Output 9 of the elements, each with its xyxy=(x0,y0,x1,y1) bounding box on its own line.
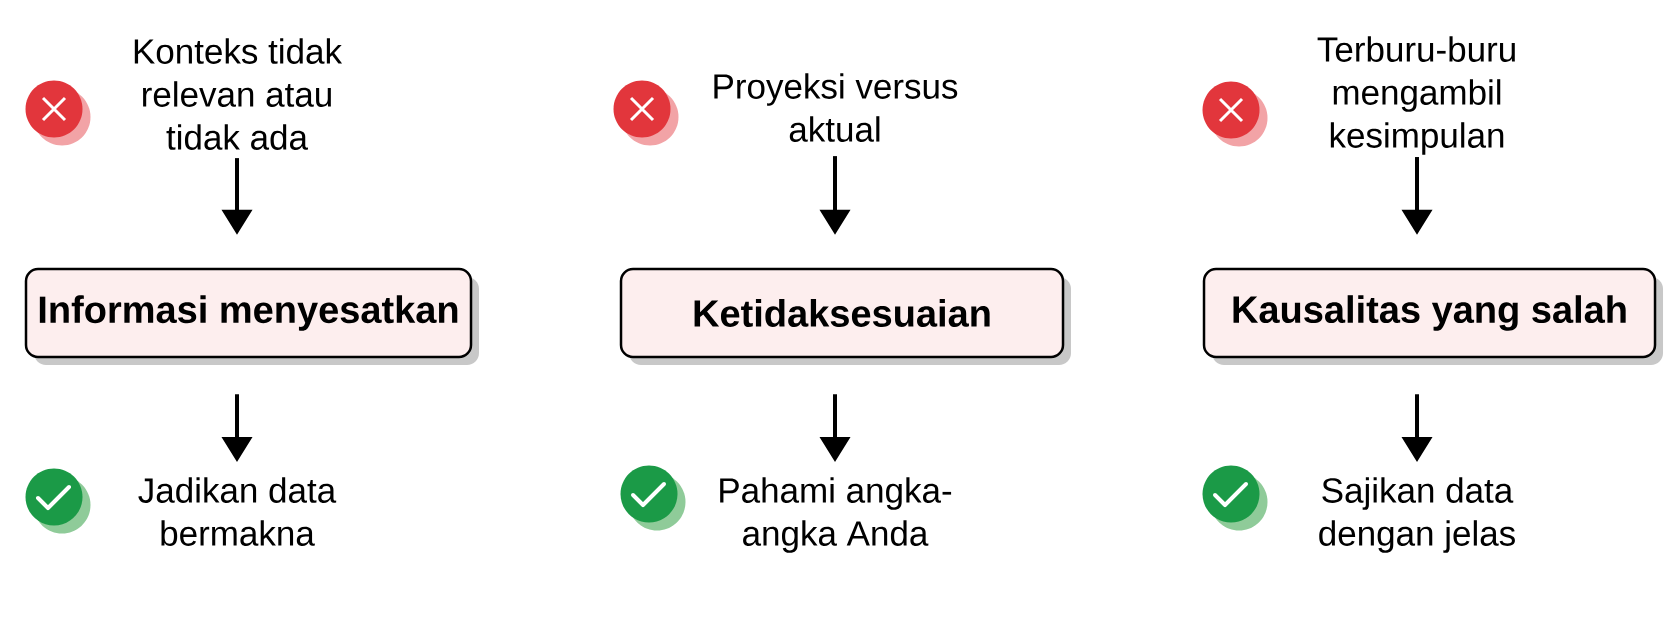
problem-text: Terburu-buru mengambil kesimpulan xyxy=(1317,36,1515,155)
process-box: Informasi menyesatkan xyxy=(24,267,479,365)
problem-text: Konteks tidak relevan atau tidak ada xyxy=(134,38,343,150)
solution-text: Sajikan data dengan jelas xyxy=(1319,477,1515,553)
problem-text: Proyeksi versus aktual xyxy=(714,73,958,142)
process-box: Ketidaksesuaian xyxy=(619,267,1071,365)
process-box: Kausalitas yang salah xyxy=(1202,267,1663,365)
solution-text: Pahami angka-angka Anda xyxy=(720,477,952,553)
solution-text: Jadikan data bermakna xyxy=(138,477,337,546)
